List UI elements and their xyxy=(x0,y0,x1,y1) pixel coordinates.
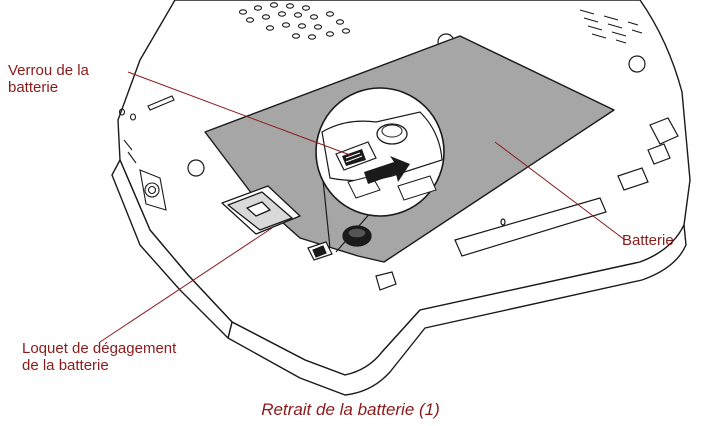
label-battery-lock: Verrou de la batterie xyxy=(8,62,89,96)
label-battery-lock-line2: batterie xyxy=(8,79,89,96)
magnified-lock-detail xyxy=(316,88,444,216)
label-battery: Batterie xyxy=(622,232,674,249)
label-battery-text: Batterie xyxy=(622,232,674,249)
label-release-latch-line1: Loquet de dégagement xyxy=(22,340,176,357)
figure-caption: Retrait de la batterie (1) xyxy=(0,400,701,420)
label-release-latch: Loquet de dégagement de la batterie xyxy=(22,340,176,374)
label-battery-lock-line1: Verrou de la xyxy=(8,62,89,79)
label-release-latch-line2: de la batterie xyxy=(22,357,176,374)
latch-button-detail xyxy=(343,226,371,246)
